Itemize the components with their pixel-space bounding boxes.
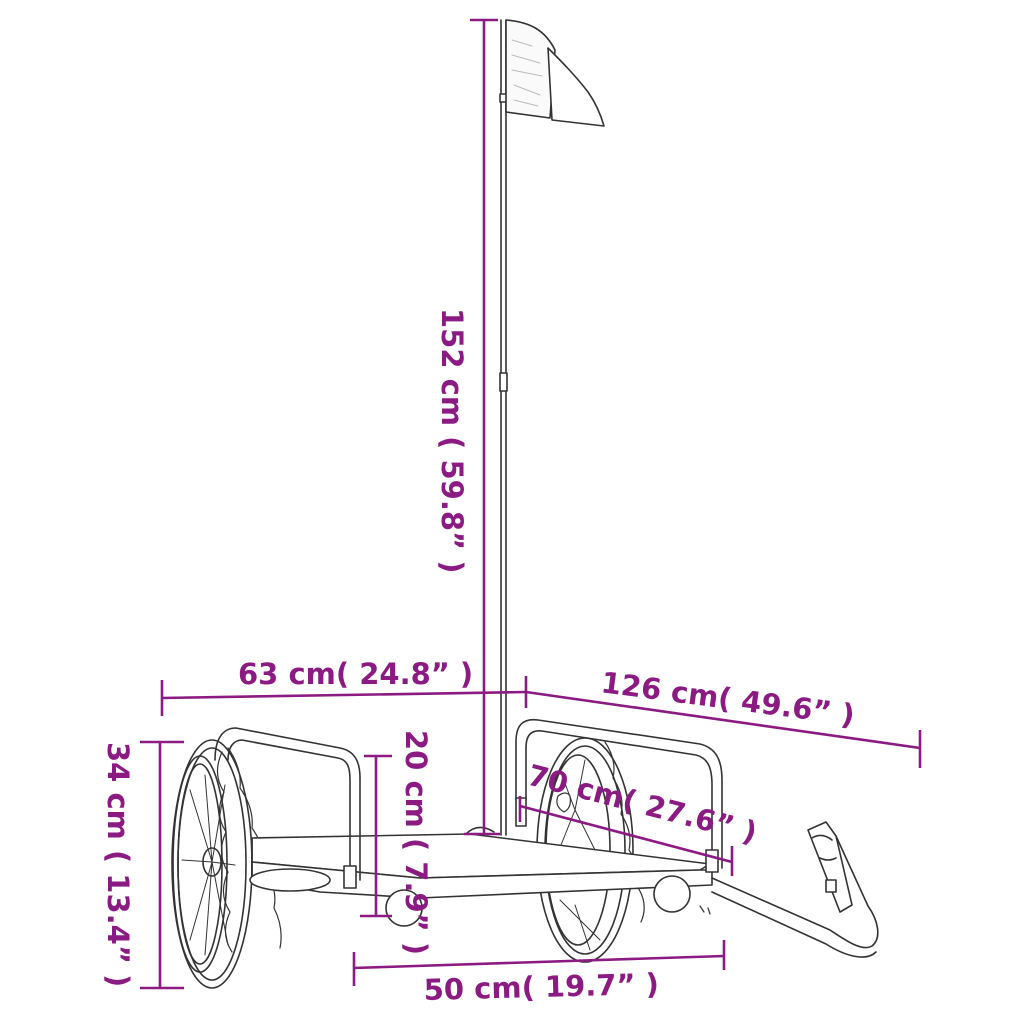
bed-length-line (519, 804, 733, 864)
overall-length-line (525, 690, 921, 750)
bed-length-label: 70 cm( 27.6” ) (524, 758, 760, 850)
flag-pole (499, 19, 508, 836)
dimension-lines (140, 18, 922, 990)
bed-width-line (353, 954, 725, 970)
overall-height-label: 34 cm ( 13.4” ) (101, 742, 135, 987)
overall-width-label: 63 cm( 24.8” ) (238, 657, 473, 691)
trailer-bed (249, 826, 713, 899)
flag (505, 19, 605, 127)
left-bumper-roller (385, 889, 423, 927)
overall-length-label: 126 cm( 49.6” ) (599, 665, 857, 732)
side-height-label: 20 cm ( 7.9” ) (399, 730, 433, 955)
bed-width-label: 50 cm( 19.7” ) (423, 967, 659, 1007)
flag-height-label: 152 cm ( 59.8” ) (435, 308, 469, 573)
trailer-line-art (171, 19, 879, 989)
left-side-frame (214, 727, 361, 889)
left-wheel (171, 739, 282, 989)
right-bumper-roller (653, 875, 691, 913)
overall-width-line (161, 690, 527, 700)
tow-arm (699, 821, 879, 958)
